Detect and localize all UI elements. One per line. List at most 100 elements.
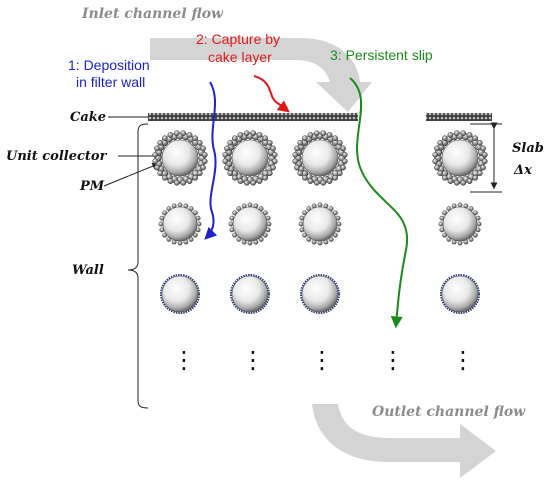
pm-particle-icon: [447, 132, 454, 138]
outlet-flow-arrow-icon: [312, 404, 496, 478]
pm-particle-icon: [167, 178, 174, 184]
pm-particle-icon: [173, 179, 180, 186]
pm-particle-icon: [341, 151, 348, 158]
pm-particle-icon: [476, 221, 482, 227]
pm-particle-icon: [301, 175, 308, 181]
pm-particle-icon: [201, 151, 208, 158]
pm-particle-icon: [477, 139, 483, 146]
pm-particle-icon: [332, 175, 339, 181]
collector-sphere-icon: [222, 130, 278, 186]
collector-body: [162, 206, 198, 242]
pm-particle-icon: [152, 158, 159, 165]
inlet-flow-label: Inlet channel flow: [81, 6, 224, 22]
collector-body: [441, 275, 479, 313]
pm-particle-icon: [271, 151, 278, 158]
pm-particle-icon: [247, 202, 253, 208]
pm-particle-icon: [192, 135, 199, 141]
pm-particle-icon: [266, 221, 272, 227]
pm-particle-icon: [453, 179, 460, 186]
pm-particle-icon: [317, 202, 323, 208]
pm-particle-icon: [477, 170, 483, 177]
pm-particle-icon: [432, 151, 439, 158]
slab-label: Slab: [512, 141, 544, 156]
pm-particle-icon: [457, 240, 463, 246]
pm-particle-icon: [300, 274, 340, 314]
pm-particle-icon: [441, 175, 448, 181]
wall-label: Wall: [72, 263, 104, 278]
capture-label-line2: cake layer: [208, 49, 272, 65]
pm-particle-icon: [158, 221, 164, 227]
pm-particle-icon: [307, 132, 314, 138]
pm-particle-icon: [262, 135, 269, 141]
slab-dimension-icon: [470, 122, 502, 193]
pm-particle-icon: [466, 178, 473, 184]
pm-particle-icon: [270, 164, 276, 171]
pm-particle-icon: [270, 145, 276, 152]
collector-grid: [152, 130, 488, 314]
collector-sphere-icon: [158, 202, 202, 246]
pm-particle-icon: [447, 178, 454, 184]
pm-particle-icon: [197, 139, 203, 146]
collector-sphere-icon: [160, 274, 200, 314]
pm-particle-icon: [271, 158, 278, 165]
pm-particle-icon: [313, 130, 320, 137]
pm-particle-icon: [180, 179, 187, 186]
collector-sphere-icon: [298, 202, 342, 246]
deposition-label-line2: in filter wall: [76, 74, 145, 90]
pm-particle-icon: [224, 164, 230, 171]
collector-sphere-icon: [230, 274, 270, 314]
collector-body: [301, 275, 339, 313]
cake-layer-left: [148, 113, 358, 121]
pm-particle-icon: [160, 274, 200, 314]
pm-particle-icon: [250, 130, 257, 137]
pm-particle-icon: [192, 175, 199, 181]
pm-particle-icon: [154, 164, 160, 171]
pm-particle-icon: [201, 158, 208, 165]
pm-particle-icon: [441, 135, 448, 141]
pm-particle-icon: [177, 240, 183, 246]
unit-collector-label: Unit collector: [6, 149, 108, 164]
pm-particle-icon: [434, 164, 440, 171]
pm-particle-icon: [250, 179, 257, 186]
pm-particle-icon: [326, 178, 333, 184]
pm-particle-icon: [267, 139, 273, 146]
pm-particle-icon: [200, 164, 206, 171]
pm-particle-icon: [317, 240, 323, 246]
capture-path: [253, 75, 290, 113]
pm-particle-icon: [460, 179, 467, 186]
outlet-flow-label: Outlet channel flow: [372, 404, 526, 420]
cake-layer-right: [426, 113, 492, 121]
pm-particle-icon: [197, 170, 203, 177]
collector-sphere-icon: [152, 130, 208, 186]
collector-body: [161, 139, 199, 177]
pm-particle-icon: [437, 139, 443, 146]
slip-path: [349, 77, 409, 329]
pm-particle-icon: [294, 164, 300, 171]
pm-particle-icon: [332, 135, 339, 141]
pm-particle-icon: [481, 158, 488, 165]
pm-particle-icon: [227, 170, 233, 177]
pm-particle-icon: [341, 158, 348, 165]
slip-label: 3: Persistent slip: [330, 47, 433, 63]
vertical-ellipsis-icon: ⋮: [241, 346, 265, 374]
pm-particle-icon: [438, 221, 444, 227]
pm-particle-icon: [200, 145, 206, 152]
collector-sphere-icon: [438, 202, 482, 246]
pm-particle-icon: [237, 132, 244, 138]
pm-particle-icon: [292, 151, 299, 158]
pm-particle-icon: [231, 175, 238, 181]
pm-particle-icon: [222, 158, 229, 165]
collector-body: [232, 206, 268, 242]
capture-label-line1: 2: Capture by: [196, 31, 280, 47]
delta-x-label: Δx: [513, 163, 532, 178]
pm-particle-icon: [453, 130, 460, 137]
pm-particle-icon: [432, 158, 439, 165]
pm-particle-icon: [227, 139, 233, 146]
pm-particle-icon: [256, 178, 263, 184]
pm-particle-icon: [256, 132, 263, 138]
pm-particle-icon: [228, 221, 234, 227]
pm-particle-icon: [267, 170, 273, 177]
pm-particle-icon: [481, 151, 488, 158]
pm-particle-icon: [337, 170, 343, 177]
